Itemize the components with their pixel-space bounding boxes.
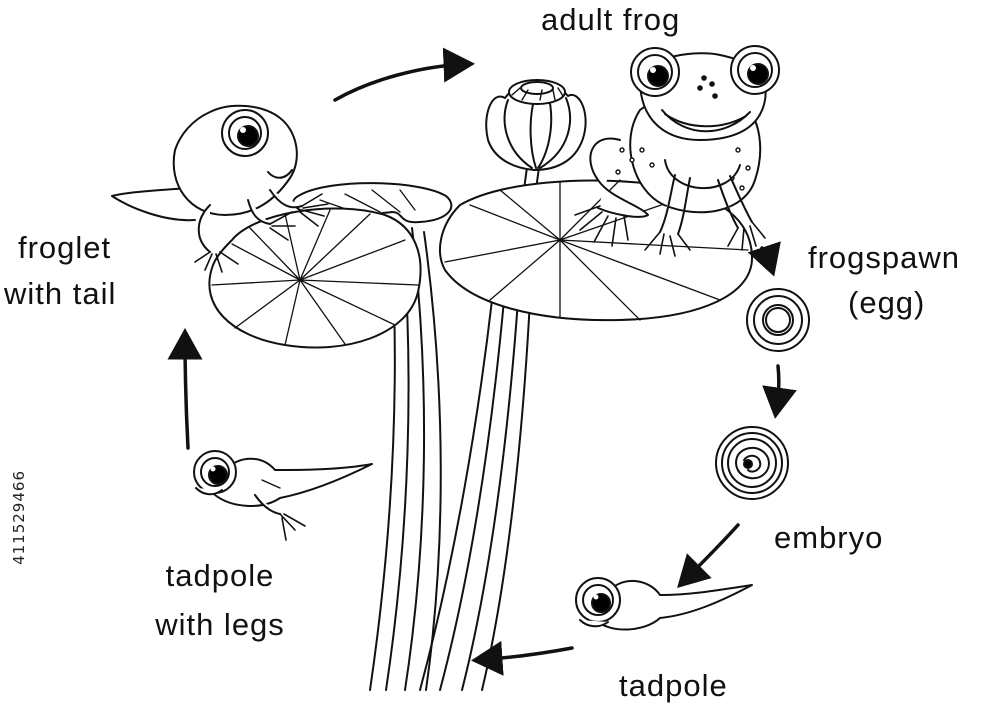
- tadpole-illustration: [575, 577, 753, 631]
- arrow-froglet-to-adult: [333, 47, 475, 102]
- frogspawn-egg-illustration: [746, 288, 810, 352]
- label-froglet-line1: froglet: [18, 230, 112, 265]
- stock-id-watermark: 411529466: [10, 470, 28, 565]
- label-froglet-line2: with tail: [4, 276, 117, 311]
- label-tadpole-with-legs-line2: with legs: [155, 607, 285, 642]
- label-tadpole: tadpole: [619, 668, 728, 703]
- label-tadpole-with-legs-line1: tadpole: [165, 558, 275, 593]
- left-lily-pad: [208, 207, 422, 349]
- water-lily-flower: [485, 79, 587, 171]
- arrow-frogspawn-to-embryo: [762, 364, 797, 419]
- label-frogspawn: frogspawn: [808, 240, 961, 275]
- label-egg: (egg): [848, 285, 926, 320]
- adult-frog: [574, 45, 780, 257]
- arrow-adult-to-frogspawn: [747, 241, 781, 277]
- arrow-tadpole-to-tadpole-with-legs: [471, 640, 574, 676]
- label-adult-frog: adult frog: [541, 2, 681, 37]
- froglet-illustration: [111, 104, 329, 273]
- arrow-embryo-to-tadpole: [677, 523, 740, 588]
- arrow-tadpole-with-legs-to-froglet: [167, 328, 203, 450]
- right-lily-pad: [439, 179, 753, 322]
- embryo-illustration: [715, 426, 789, 500]
- label-embryo: embryo: [774, 520, 884, 555]
- cycle-arrows: [167, 47, 797, 676]
- tadpole-with-legs-illustration: [193, 450, 373, 541]
